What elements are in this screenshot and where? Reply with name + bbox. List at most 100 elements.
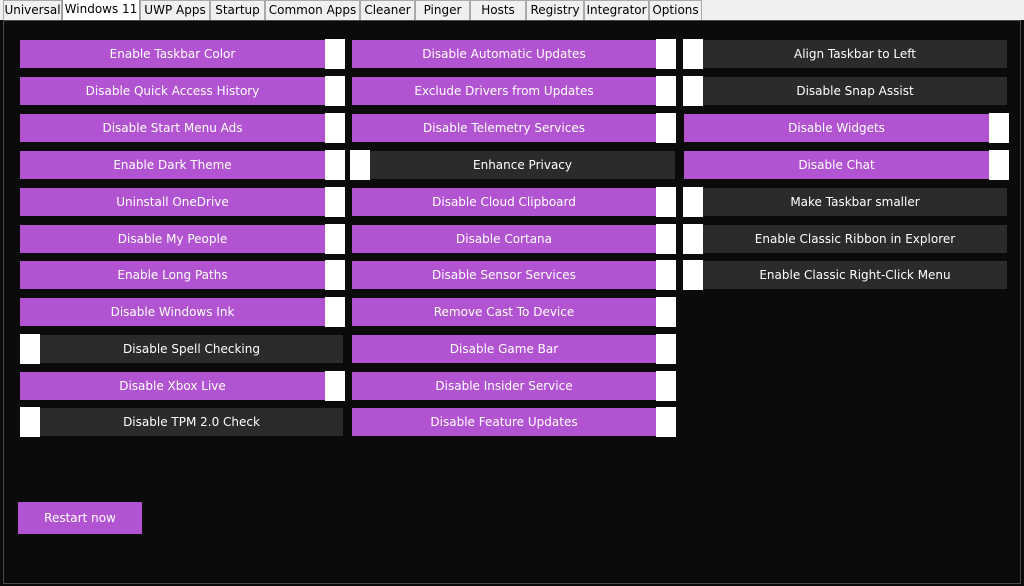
toggle-knob bbox=[325, 187, 345, 217]
toggle-knob bbox=[656, 371, 676, 401]
toggle-knob bbox=[325, 371, 345, 401]
toggle-label: Disable Windows Ink bbox=[20, 298, 325, 326]
toggle-label: Enable Classic Right-Click Menu bbox=[703, 261, 1007, 289]
toggle-disable-widgets[interactable]: Disable Widgets bbox=[684, 113, 1009, 143]
toggle-disable-insider-service[interactable]: Disable Insider Service bbox=[352, 371, 676, 401]
toggle-knob bbox=[325, 297, 345, 327]
toggle-knob bbox=[20, 334, 40, 364]
toggle-label: Enhance Privacy bbox=[370, 151, 675, 179]
toggle-knob bbox=[683, 76, 703, 106]
tab-cleaner[interactable]: Cleaner bbox=[360, 0, 415, 20]
toggle-disable-cortana[interactable]: Disable Cortana bbox=[352, 224, 676, 254]
toggle-label: Disable Spell Checking bbox=[40, 335, 343, 363]
toggle-knob bbox=[656, 297, 676, 327]
toggle-align-taskbar-left[interactable]: Align Taskbar to Left bbox=[683, 39, 1007, 69]
toggle-label: Disable Game Bar bbox=[352, 335, 656, 363]
restart-now-button[interactable]: Restart now bbox=[18, 502, 142, 534]
toggle-remove-cast-to-device[interactable]: Remove Cast To Device bbox=[352, 297, 676, 327]
toggle-enable-taskbar-color[interactable]: Enable Taskbar Color bbox=[20, 39, 345, 69]
toggle-disable-windows-ink[interactable]: Disable Windows Ink bbox=[20, 297, 345, 327]
toggle-knob bbox=[656, 334, 676, 364]
toggle-enable-long-paths[interactable]: Enable Long Paths bbox=[20, 260, 345, 290]
toggle-label: Disable Quick Access History bbox=[20, 77, 325, 105]
toggle-disable-tpm-check[interactable]: Disable TPM 2.0 Check bbox=[20, 407, 343, 437]
tab-registry[interactable]: Registry bbox=[526, 0, 584, 20]
toggle-knob bbox=[325, 113, 345, 143]
toggle-knob bbox=[683, 260, 703, 290]
toggle-label: Disable Chat bbox=[684, 151, 989, 179]
tab-uwp-apps[interactable]: UWP Apps bbox=[140, 0, 210, 20]
toggle-knob bbox=[683, 187, 703, 217]
toggle-knob bbox=[656, 224, 676, 254]
toggle-label: Enable Long Paths bbox=[20, 261, 325, 289]
toggle-knob bbox=[683, 39, 703, 69]
toggle-disable-start-menu-ads[interactable]: Disable Start Menu Ads bbox=[20, 113, 345, 143]
toggle-label: Disable Feature Updates bbox=[352, 408, 656, 436]
toggle-disable-automatic-updates[interactable]: Disable Automatic Updates bbox=[352, 39, 676, 69]
toggle-knob bbox=[325, 39, 345, 69]
tab-hosts[interactable]: Hosts bbox=[470, 0, 526, 20]
tab-bar: Universal Windows 11 UWP Apps Startup Co… bbox=[0, 0, 1024, 21]
tab-windows-11[interactable]: Windows 11 bbox=[62, 0, 140, 21]
toggle-disable-xbox-live[interactable]: Disable Xbox Live bbox=[20, 371, 345, 401]
toggle-label: Disable Cortana bbox=[352, 225, 656, 253]
toggle-label: Remove Cast To Device bbox=[352, 298, 656, 326]
tab-integrator[interactable]: Integrator bbox=[584, 0, 649, 20]
toggle-enhance-privacy[interactable]: Enhance Privacy bbox=[350, 150, 675, 180]
toggle-label: Disable TPM 2.0 Check bbox=[40, 408, 343, 436]
toggle-knob bbox=[656, 113, 676, 143]
tab-options[interactable]: Options bbox=[649, 0, 702, 20]
toggle-disable-quick-access-history[interactable]: Disable Quick Access History bbox=[20, 76, 345, 106]
toggle-knob bbox=[325, 224, 345, 254]
toggle-uninstall-onedrive[interactable]: Uninstall OneDrive bbox=[20, 187, 345, 217]
toggle-disable-sensor-services[interactable]: Disable Sensor Services bbox=[352, 260, 676, 290]
toggle-label: Disable Start Menu Ads bbox=[20, 114, 325, 142]
toggle-enable-classic-right-click-menu[interactable]: Enable Classic Right-Click Menu bbox=[683, 260, 1007, 290]
tab-pinger[interactable]: Pinger bbox=[415, 0, 470, 20]
toggle-exclude-drivers-from-updates[interactable]: Exclude Drivers from Updates bbox=[352, 76, 676, 106]
toggle-label: Disable Sensor Services bbox=[352, 261, 656, 289]
toggle-knob bbox=[656, 187, 676, 217]
toggle-label: Enable Taskbar Color bbox=[20, 40, 325, 68]
toggle-disable-game-bar[interactable]: Disable Game Bar bbox=[352, 334, 676, 364]
toggle-knob bbox=[989, 150, 1009, 180]
toggle-disable-cloud-clipboard[interactable]: Disable Cloud Clipboard bbox=[352, 187, 676, 217]
toggle-label: Disable Automatic Updates bbox=[352, 40, 656, 68]
tab-common-apps[interactable]: Common Apps bbox=[265, 0, 360, 20]
toggle-knob bbox=[350, 150, 370, 180]
toggle-label: Uninstall OneDrive bbox=[20, 188, 325, 216]
toggle-enable-dark-theme[interactable]: Enable Dark Theme bbox=[20, 150, 345, 180]
toggle-label: Disable Snap Assist bbox=[703, 77, 1007, 105]
toggle-label: Enable Dark Theme bbox=[20, 151, 325, 179]
toggle-label: Disable Cloud Clipboard bbox=[352, 188, 656, 216]
toggle-label: Disable Xbox Live bbox=[20, 372, 325, 400]
toggle-knob bbox=[656, 260, 676, 290]
toggle-label: Disable My People bbox=[20, 225, 325, 253]
toggle-knob bbox=[656, 407, 676, 437]
toggle-make-taskbar-smaller[interactable]: Make Taskbar smaller bbox=[683, 187, 1007, 217]
tab-universal[interactable]: Universal bbox=[3, 0, 62, 20]
toggle-label: Align Taskbar to Left bbox=[703, 40, 1007, 68]
toggle-knob bbox=[683, 224, 703, 254]
toggle-knob bbox=[989, 113, 1009, 143]
toggle-disable-telemetry-services[interactable]: Disable Telemetry Services bbox=[352, 113, 676, 143]
toggle-disable-chat[interactable]: Disable Chat bbox=[684, 150, 1009, 180]
toggle-knob bbox=[325, 150, 345, 180]
toggle-knob bbox=[325, 260, 345, 290]
toggle-knob bbox=[325, 76, 345, 106]
toggle-label: Enable Classic Ribbon in Explorer bbox=[703, 225, 1007, 253]
toggle-disable-feature-updates[interactable]: Disable Feature Updates bbox=[352, 407, 676, 437]
toggle-label: Exclude Drivers from Updates bbox=[352, 77, 656, 105]
toggle-label: Make Taskbar smaller bbox=[703, 188, 1007, 216]
tab-startup[interactable]: Startup bbox=[210, 0, 265, 20]
toggle-label: Disable Insider Service bbox=[352, 372, 656, 400]
toggle-disable-snap-assist[interactable]: Disable Snap Assist bbox=[683, 76, 1007, 106]
toggle-knob bbox=[656, 39, 676, 69]
toggle-knob bbox=[656, 76, 676, 106]
toggle-disable-spell-checking[interactable]: Disable Spell Checking bbox=[20, 334, 343, 364]
toggle-enable-classic-ribbon[interactable]: Enable Classic Ribbon in Explorer bbox=[683, 224, 1007, 254]
toggle-knob bbox=[20, 407, 40, 437]
toggle-disable-my-people[interactable]: Disable My People bbox=[20, 224, 345, 254]
toggle-label: Disable Widgets bbox=[684, 114, 989, 142]
